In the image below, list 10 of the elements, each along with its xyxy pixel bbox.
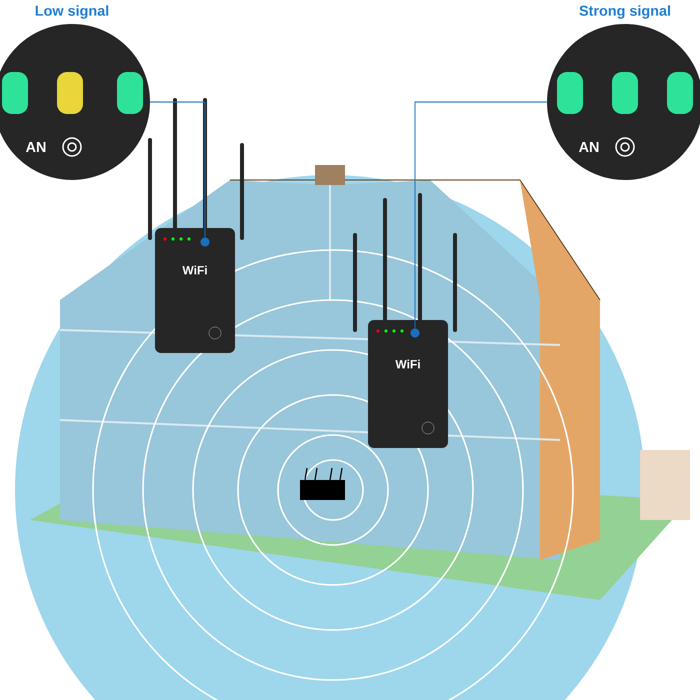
heading: Strong signal — [579, 5, 670, 19]
device-text: WiFi — [395, 360, 420, 368]
led-dot — [410, 328, 420, 338]
leader-line — [150, 102, 206, 238]
led-label: AN — [26, 142, 46, 152]
heading: Low signal — [36, 5, 108, 19]
device-text: WiFi — [182, 266, 207, 274]
led-dot — [200, 238, 210, 246]
led-label: AN — [578, 142, 598, 152]
leader-line — [414, 102, 548, 329]
